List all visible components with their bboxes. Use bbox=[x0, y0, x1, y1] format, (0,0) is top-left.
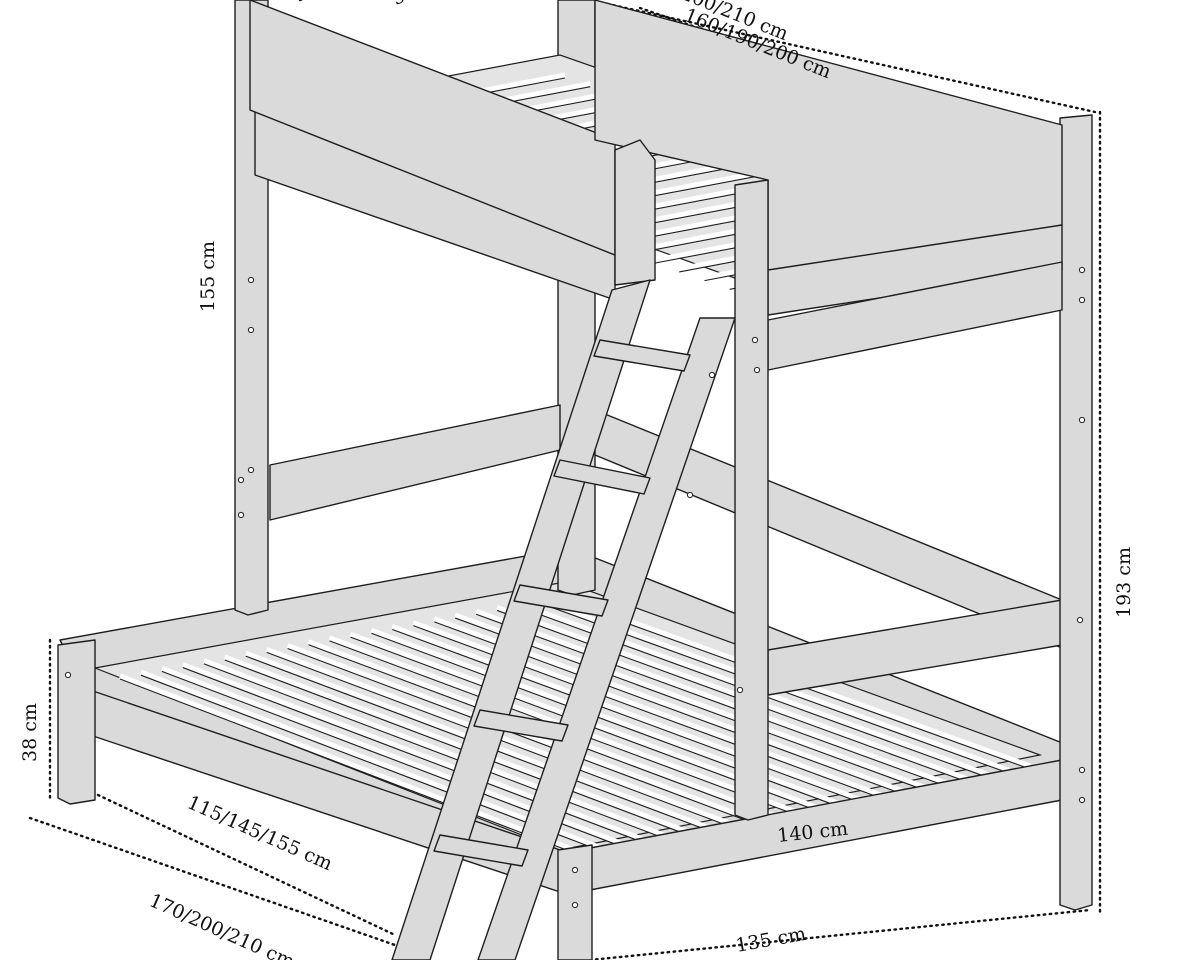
slat bbox=[182, 667, 654, 847]
ladder-rung bbox=[433, 834, 529, 867]
screw-hole bbox=[1078, 296, 1086, 304]
total-height-label: 193 cm bbox=[1113, 547, 1135, 618]
screw-hole bbox=[571, 866, 579, 874]
upper-width-label: 90 cm bbox=[390, 0, 453, 10]
screw-hole bbox=[708, 371, 716, 379]
ladder-rung bbox=[553, 459, 651, 495]
screw-hole bbox=[1078, 266, 1086, 274]
screw-hole bbox=[1078, 416, 1086, 424]
screw-hole bbox=[751, 336, 759, 344]
slat bbox=[476, 613, 947, 787]
screw-hole bbox=[237, 476, 245, 484]
slat bbox=[496, 609, 968, 783]
slat bbox=[119, 673, 591, 859]
slat bbox=[203, 663, 675, 843]
slat bbox=[287, 648, 758, 826]
ladder-rung bbox=[473, 709, 569, 742]
slat bbox=[455, 617, 926, 791]
screw-hole bbox=[247, 326, 255, 334]
slat bbox=[202, 658, 675, 842]
screw-hole bbox=[64, 671, 72, 679]
screw-hole bbox=[571, 901, 579, 909]
slat bbox=[223, 654, 696, 837]
screw-hole bbox=[247, 466, 255, 474]
slat bbox=[224, 659, 695, 839]
upper-height-label: 155 cm bbox=[197, 241, 219, 312]
slat bbox=[392, 628, 863, 804]
slat bbox=[119, 678, 591, 860]
slat bbox=[412, 620, 885, 799]
ladder-rung bbox=[513, 584, 609, 617]
ladder-rung bbox=[593, 339, 691, 372]
screw-holes bbox=[64, 266, 1086, 909]
slat bbox=[475, 608, 948, 786]
screw-hole bbox=[237, 511, 245, 519]
screw-hole bbox=[736, 686, 744, 694]
lower-height-label: 38 cm bbox=[19, 703, 41, 762]
slat bbox=[496, 605, 968, 782]
slat bbox=[454, 612, 927, 790]
screw-hole bbox=[1078, 766, 1086, 774]
screw-hole bbox=[247, 276, 255, 284]
slat bbox=[181, 662, 654, 846]
screw-hole bbox=[1076, 616, 1084, 624]
screw-hole bbox=[753, 366, 761, 374]
lower-total-length-label: 170/200/210 cm bbox=[146, 889, 298, 960]
screw-hole bbox=[1078, 796, 1086, 804]
screw-hole bbox=[686, 491, 694, 499]
lower-total-width-label: 135 cm bbox=[734, 923, 808, 957]
ladder bbox=[391, 279, 736, 960]
slat bbox=[391, 624, 864, 803]
